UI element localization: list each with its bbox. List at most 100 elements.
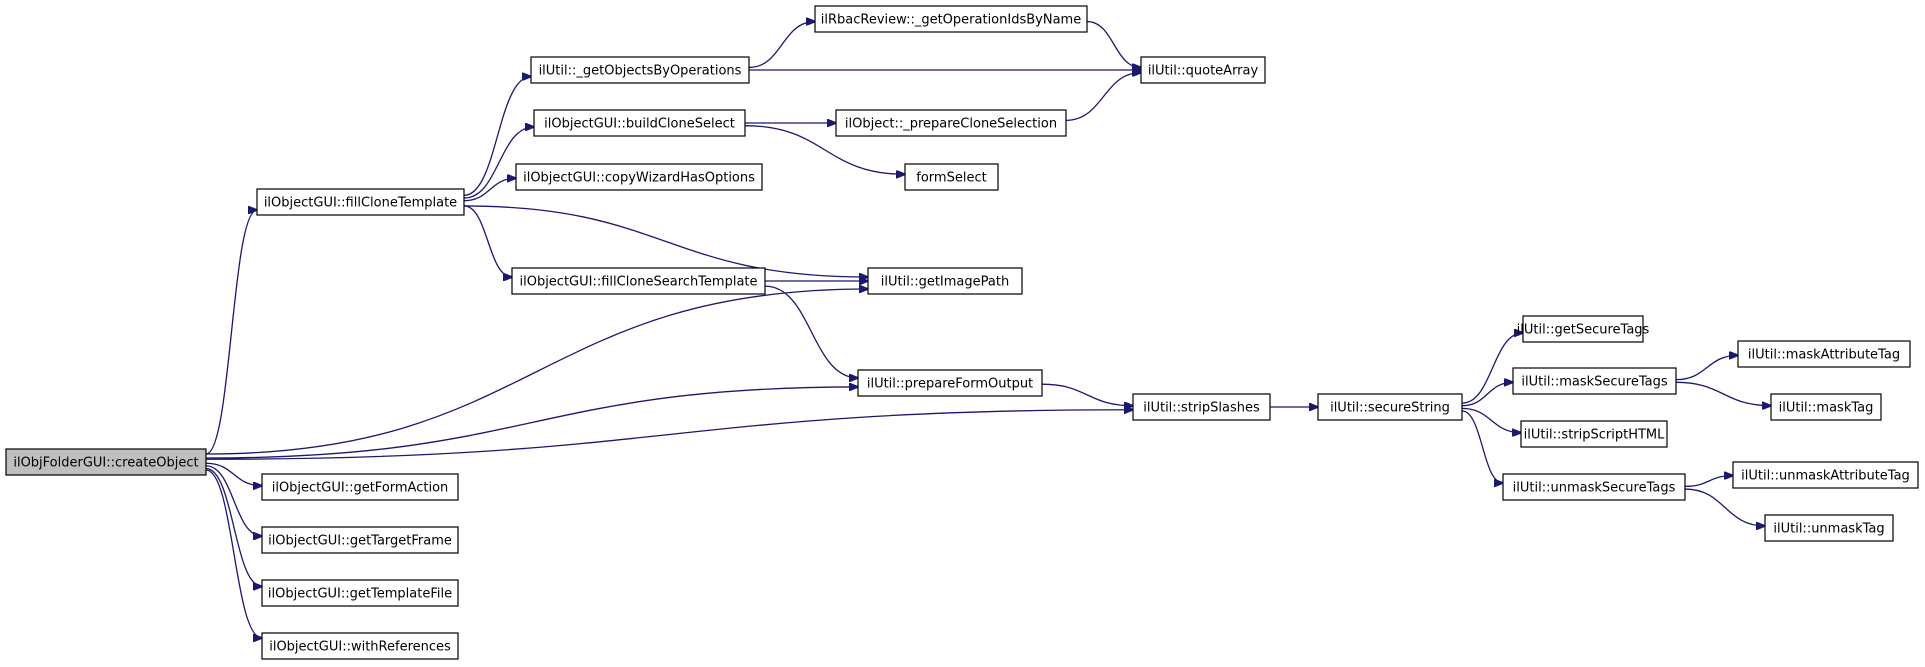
node-label: ilUtil::quoteArray	[1148, 64, 1259, 79]
edge-create-to-fillclone	[205, 210, 257, 455]
edge-secure-to-stripjs	[1461, 407, 1521, 432]
node-box	[1512, 367, 1677, 395]
edge-create-to-formaction	[205, 462, 262, 486]
edge-prepclone-to-quote	[1065, 73, 1141, 121]
edges	[205, 20, 1771, 638]
node-target[interactable]: ilObjectGUI::getTargetFrame	[261, 526, 459, 554]
node-box	[261, 632, 459, 660]
node-label: ilObjectGUI::fillCloneTemplate	[264, 196, 457, 211]
edge-secure-to-masksecure	[1461, 382, 1513, 407]
nodes: ilObjFolderGUI::createObjectilObjectGUI:…	[5, 5, 1919, 660]
node-label: ilUtil::unmaskAttributeTag	[1741, 469, 1910, 484]
node-unmaskattr[interactable]: ilUtil::unmaskAttributeTag	[1732, 461, 1919, 489]
edge-fillsearch-to-prepform	[764, 285, 858, 378]
node-create[interactable]: ilObjFolderGUI::createObject	[5, 448, 207, 476]
edge-create-to-withrefs	[205, 469, 262, 638]
edge-getobjs-to-rbac	[748, 22, 815, 69]
node-quote[interactable]: ilUtil::quoteArray	[1140, 56, 1266, 84]
node-imgpath[interactable]: ilUtil::getImagePath	[867, 267, 1023, 295]
node-label: formSelect	[916, 171, 986, 186]
node-label: ilUtil::getSecureTags	[1517, 323, 1650, 338]
node-rbac[interactable]: ilRbacReview::_getOperationIdsByName	[814, 5, 1088, 33]
edge-fillclone-to-buildclone	[463, 127, 534, 199]
node-maskattr[interactable]: ilUtil::maskAttributeTag	[1737, 340, 1911, 368]
node-fillclone[interactable]: ilObjectGUI::fillCloneTemplate	[256, 188, 465, 216]
edge-masksecure-to-masktag	[1675, 381, 1771, 405]
node-label: ilObjectGUI::getTemplateFile	[268, 587, 452, 602]
node-box	[1732, 461, 1919, 489]
edge-masksecure-to-maskattr	[1675, 355, 1738, 381]
edge-create-to-strip	[205, 410, 1133, 460]
edge-fillclone-to-getobjs	[463, 77, 531, 197]
node-label: ilUtil::stripScriptHTML	[1524, 428, 1666, 443]
node-buildclone[interactable]: ilObjectGUI::buildCloneSelect	[533, 109, 746, 137]
node-label: ilObjectGUI::copyWizardHasOptions	[523, 171, 755, 186]
node-label: ilObjectGUI::buildCloneSelect	[544, 117, 735, 132]
node-unmasktag[interactable]: ilUtil::unmaskTag	[1764, 514, 1894, 542]
node-prepform[interactable]: ilUtil::prepareFormOutput	[857, 369, 1043, 397]
node-withrefs[interactable]: ilObjectGUI::withReferences	[261, 632, 459, 660]
edge-create-to-prepform	[205, 387, 858, 459]
node-label: ilUtil::maskAttributeTag	[1748, 348, 1900, 363]
node-label: ilObject::_prepareCloneSelection	[845, 117, 1057, 132]
edge-secure-to-getsecure	[1461, 333, 1523, 404]
node-tplfile[interactable]: ilObjectGUI::getTemplateFile	[261, 579, 459, 607]
edge-rbac-to-quote	[1086, 20, 1141, 68]
node-copywiz[interactable]: ilObjectGUI::copyWizardHasOptions	[515, 163, 763, 191]
node-box	[835, 109, 1067, 137]
node-box	[261, 579, 459, 607]
node-masktag[interactable]: ilUtil::maskTag	[1770, 393, 1882, 421]
node-box	[1764, 514, 1894, 542]
edge-fillclone-to-copywiz	[463, 178, 516, 202]
node-box	[857, 369, 1043, 397]
node-label: ilUtil::secureString	[1330, 401, 1450, 416]
node-label: ilObjectGUI::getFormAction	[272, 481, 449, 496]
node-strip[interactable]: ilUtil::stripSlashes	[1132, 393, 1271, 421]
node-box	[256, 188, 465, 216]
node-box	[1520, 420, 1668, 448]
node-box	[533, 109, 746, 137]
node-box	[1140, 56, 1266, 84]
node-label: ilObjectGUI::fillCloneSearchTemplate	[519, 275, 757, 290]
edge-create-to-target	[205, 465, 262, 536]
node-label: ilUtil::maskTag	[1779, 401, 1874, 416]
node-box	[511, 267, 766, 295]
node-fillsearch[interactable]: ilObjectGUI::fillCloneSearchTemplate	[511, 267, 766, 295]
node-box	[1132, 393, 1271, 421]
node-box	[1522, 315, 1644, 343]
node-box	[530, 56, 750, 84]
node-formaction[interactable]: ilObjectGUI::getFormAction	[261, 473, 459, 501]
edge-unmasksec-to-unmaskattr	[1684, 476, 1733, 488]
node-box	[1502, 473, 1686, 501]
edge-secure-to-unmasksec	[1461, 410, 1503, 483]
node-label: ilUtil::getImagePath	[881, 275, 1009, 290]
node-masksecure[interactable]: ilUtil::maskSecureTags	[1512, 367, 1677, 395]
node-label: ilUtil::_getObjectsByOperations	[539, 64, 742, 79]
node-box	[1317, 393, 1463, 421]
edge-create-to-imgpath	[205, 289, 868, 455]
node-label: ilObjectGUI::getTargetFrame	[268, 534, 452, 549]
node-getobjs[interactable]: ilUtil::_getObjectsByOperations	[530, 56, 750, 84]
node-box	[814, 5, 1088, 33]
node-box	[5, 448, 207, 476]
node-prepclone[interactable]: ilObject::_prepareCloneSelection	[835, 109, 1067, 137]
node-box	[1770, 393, 1882, 421]
node-label: ilUtil::unmaskSecureTags	[1513, 481, 1676, 496]
node-formselect[interactable]: formSelect	[904, 163, 999, 191]
node-secure[interactable]: ilUtil::secureString	[1317, 393, 1463, 421]
node-box	[1737, 340, 1911, 368]
node-label: ilUtil::unmaskTag	[1773, 522, 1884, 537]
node-unmasksec[interactable]: ilUtil::unmaskSecureTags	[1502, 473, 1686, 501]
node-label: ilObjFolderGUI::createObject	[13, 456, 198, 471]
node-box	[261, 473, 459, 501]
edge-prepform-to-strip	[1041, 383, 1133, 406]
node-box	[904, 163, 999, 191]
edge-fillclone-to-imgpath	[463, 205, 868, 277]
node-label: ilObjectGUI::withReferences	[269, 640, 451, 655]
node-stripjs[interactable]: ilUtil::stripScriptHTML	[1520, 420, 1668, 448]
edge-create-to-tplfile	[205, 467, 262, 587]
edge-buildclone-to-formselect	[744, 125, 905, 175]
node-label: ilUtil::stripSlashes	[1143, 401, 1260, 416]
node-getsecure[interactable]: ilUtil::getSecureTags	[1517, 315, 1650, 343]
